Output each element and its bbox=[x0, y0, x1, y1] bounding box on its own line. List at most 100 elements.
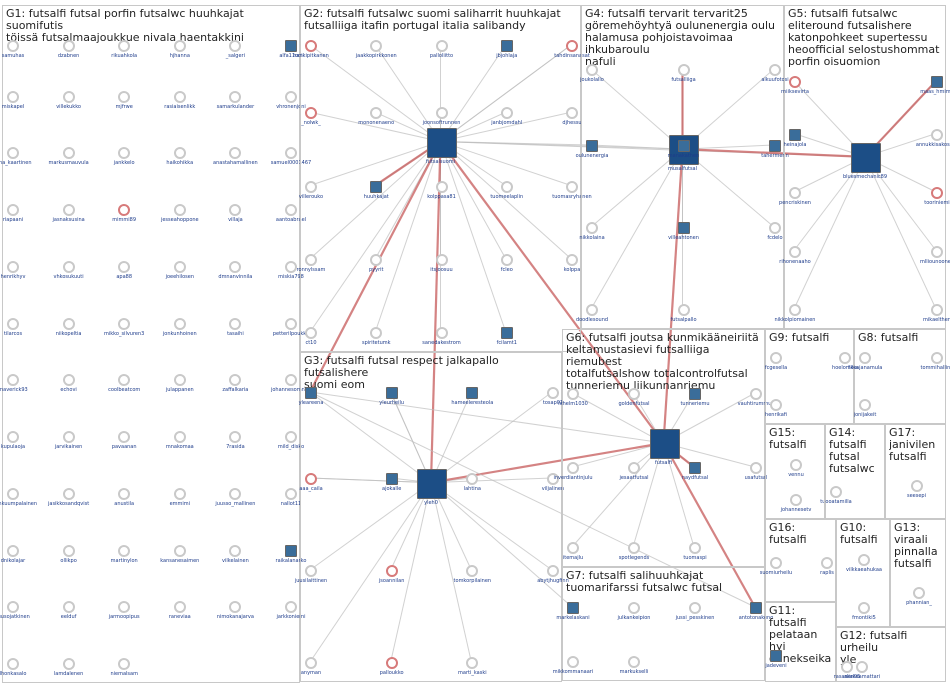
node-juusso-mallinen[interactable]: juusso_mallinen bbox=[215, 487, 255, 507]
node-markusmauvula[interactable]: markusmauvula bbox=[48, 147, 89, 166]
node-niemalsam[interactable]: niemalsam bbox=[110, 658, 138, 677]
node-aantoabrael[interactable]: aantoabrael bbox=[276, 204, 306, 223]
node-heinajola[interactable]: heinajola bbox=[784, 128, 806, 148]
node-jbjohlaja[interactable]: jbjohlaja bbox=[496, 40, 517, 59]
node-tasaihi[interactable]: tasaihi bbox=[227, 317, 244, 337]
node-futsalliiga[interactable]: futsalliiga bbox=[671, 64, 696, 83]
node-tilarcos[interactable]: tilarcos bbox=[4, 317, 22, 337]
node-pencriskinen[interactable]: pencriskinen bbox=[779, 187, 811, 206]
node-raneviaa[interactable]: raneviaa bbox=[169, 601, 191, 620]
node-itsjoosuu[interactable]: itsjoosuu bbox=[430, 253, 453, 273]
node-juha-kaartinen[interactable]: juha_kaartinen bbox=[0, 147, 32, 166]
node-rasiaisenlikk[interactable]: rasiaisenlikk bbox=[164, 90, 195, 110]
node-dnikolajar[interactable]: dnikolajar bbox=[1, 544, 25, 564]
node-miskia798[interactable]: miskia798 bbox=[278, 260, 304, 280]
node-jonkunhoinen[interactable]: jonkunhoinen bbox=[163, 317, 197, 337]
node-joonsoftrunnen[interactable]: joonsoftrunnen bbox=[423, 107, 460, 126]
node-mikkommanaari[interactable]: mikkommanaari bbox=[553, 656, 593, 675]
node-eelduf[interactable]: eelduf bbox=[61, 601, 76, 620]
node-julappanen[interactable]: julappanen bbox=[166, 374, 194, 393]
node-jankkelo[interactable]: jankkelo bbox=[114, 147, 135, 166]
node-maas-hmimn[interactable]: maas_hmimn bbox=[920, 76, 950, 95]
node-inverdiantinjulu[interactable]: inverdiantinjulu bbox=[554, 462, 593, 481]
node-tooriniemi[interactable]: tooriniemi bbox=[924, 187, 950, 206]
node-johannesomnen[interactable]: johannesomnen bbox=[271, 374, 311, 393]
node-martinylon[interactable]: martinylon bbox=[111, 544, 138, 564]
node-jadeveni[interactable]: jadeveni bbox=[765, 650, 787, 669]
node-kupulaoja[interactable]: kupulaoja bbox=[1, 431, 25, 450]
node-juusilaittinen[interactable]: juusilaittinen bbox=[295, 565, 327, 584]
node-maverick93[interactable]: maverick93 bbox=[0, 374, 28, 393]
node-villekukko[interactable]: villekukko bbox=[56, 90, 81, 110]
node-coolbeatcom[interactable]: coolbeatcom bbox=[108, 374, 140, 393]
node-tuomaspi[interactable]: tuomaspi bbox=[683, 542, 707, 561]
node-goldenfutsal[interactable]: goldenfutsal bbox=[619, 388, 650, 407]
node-ollikpo[interactable]: ollikpo bbox=[60, 544, 77, 564]
node-kolppa[interactable]: kolppa bbox=[564, 253, 580, 273]
node-vauhtirummuk[interactable]: vauhtirummuk bbox=[738, 388, 774, 407]
node-yleareena[interactable]: yleareena bbox=[299, 387, 323, 406]
node-abytjhugfinn[interactable]: abytjhugfinn bbox=[537, 565, 569, 584]
node-fcleo[interactable]: fcleo bbox=[501, 253, 513, 273]
node-vennu[interactable]: vennu bbox=[788, 459, 804, 478]
node-echovi[interactable]: echovi bbox=[60, 374, 77, 393]
node-palloukko[interactable]: palloukko bbox=[380, 657, 404, 676]
node-zaffalkaria[interactable]: zaffalkaria bbox=[222, 374, 248, 393]
node-villerouko[interactable]: villerouko bbox=[299, 180, 323, 200]
node-mjfrwe[interactable]: mjfrwe bbox=[116, 90, 133, 110]
node-markelaskani[interactable]: markelaskani bbox=[556, 602, 590, 621]
node-hanhkuumpalainen[interactable]: hanhkuumpalainen bbox=[0, 487, 37, 507]
node-joukolallo[interactable]: joukolallo bbox=[580, 64, 604, 83]
node-marti-kaski[interactable]: marti_kaski bbox=[458, 657, 487, 676]
node-lhonkasalo[interactable]: lhonkasalo bbox=[0, 658, 26, 677]
node-manakathen[interactable]: manakathen bbox=[668, 140, 699, 159]
node-jarmoopipus[interactable]: jarmoopipus bbox=[109, 601, 140, 620]
node-lahtina[interactable]: lahtina bbox=[464, 473, 481, 492]
node-petterilpoukka[interactable]: petterilpoukka bbox=[273, 317, 309, 337]
node-raikalanarko[interactable]: raikalanarko bbox=[276, 544, 306, 564]
node-oulunenergia[interactable]: oulunenergia bbox=[576, 140, 608, 159]
node-villeahtonen[interactable]: villeahtonen bbox=[668, 222, 699, 241]
node-nikkolpiomainen[interactable]: nikkolpiomainen bbox=[775, 304, 815, 323]
node-samuel0001467[interactable]: samuel0001467 bbox=[271, 147, 311, 166]
node-janbjomdahl[interactable]: janbjomdahl bbox=[491, 107, 522, 126]
node-nikkolaina[interactable]: nikkolaina bbox=[579, 222, 605, 241]
node-futsalpallo[interactable]: futsalpallo bbox=[670, 304, 697, 323]
node-alfa11odi[interactable]: alfa11odi bbox=[279, 40, 303, 59]
node-mikaelthen[interactable]: mikaelthen bbox=[923, 304, 950, 323]
node-rihonenaaho[interactable]: rihonenaaho bbox=[779, 245, 811, 265]
node-tuooatamilla[interactable]: tuooatamilla bbox=[820, 485, 852, 505]
node-viljalinen[interactable]: viljalinen bbox=[542, 473, 564, 492]
node-mild-disko[interactable]: mild_disko bbox=[278, 431, 304, 450]
node-jaakkopirkkonen[interactable]: jaakkopirkkonen bbox=[356, 40, 397, 59]
node-pavaanan[interactable]: pavaanan bbox=[112, 431, 137, 450]
node-ilkkajanamula[interactable]: ilkkajanamula bbox=[848, 352, 882, 371]
node-huuhkajat[interactable]: huuhkajat bbox=[364, 180, 389, 200]
node-fcgesella[interactable]: fcgesella bbox=[765, 352, 787, 371]
node-7rasida[interactable]: 7rasida bbox=[226, 431, 245, 450]
node-anyman[interactable]: anyman bbox=[301, 657, 321, 676]
node-yleh0[interactable]: yleh0 bbox=[417, 468, 447, 506]
node-alkuufotosi[interactable]: alkuufotosi bbox=[761, 64, 789, 83]
node-nimokanajarva[interactable]: nimokanajarva bbox=[217, 601, 254, 620]
node-markukselli[interactable]: markukselli bbox=[620, 656, 648, 675]
node-yleurheilu[interactable]: yleurheilu bbox=[379, 387, 404, 406]
node-anustila[interactable]: anustila bbox=[114, 487, 134, 507]
node-seesepi[interactable]: seesepi bbox=[907, 479, 926, 499]
node-nolwk[interactable]: _nolwk_ bbox=[301, 107, 321, 126]
node-henrikafi[interactable]: henrikafi bbox=[765, 399, 787, 418]
node-mononenaeno[interactable]: mononenaeno bbox=[358, 107, 394, 126]
node-fchelm1030[interactable]: fchelm1030 bbox=[558, 388, 588, 407]
node-riapaani[interactable]: riapaani bbox=[3, 204, 23, 223]
node-tuomasryhanen[interactable]: tuomasryhanen bbox=[552, 180, 592, 200]
node-apa88[interactable]: apa88 bbox=[116, 260, 132, 280]
node-vhronenjoni[interactable]: vhronenjoni bbox=[276, 90, 306, 110]
node-tahdinsanasat[interactable]: tahdinsanasat bbox=[554, 40, 590, 59]
node-jasikkosandqvist[interactable]: jasikkosandqvist bbox=[48, 487, 89, 507]
node-palloliitto[interactable]: palloliitto bbox=[430, 40, 453, 59]
node-samarkulander[interactable]: samarkulander bbox=[217, 90, 254, 110]
node-joeehilosen[interactable]: joeehilosen bbox=[166, 260, 194, 280]
node-hoelomika[interactable]: hoelomika bbox=[832, 352, 858, 371]
node-niikopeltia[interactable]: niikopeltia bbox=[56, 317, 81, 337]
